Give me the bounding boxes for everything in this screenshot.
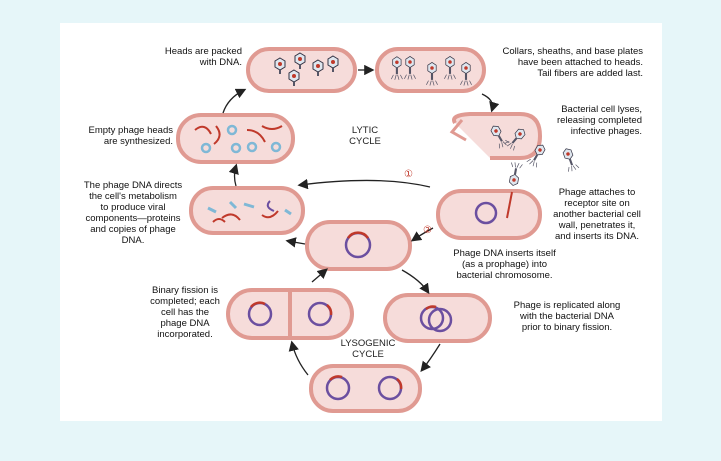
cycle-arrow-icon (297, 178, 431, 190)
label-inserts: Phage DNA inserts itself (as a prophage)… (453, 248, 556, 281)
cell-lysogenic-dividing (309, 364, 422, 413)
label-attaches: Phage attaches to receptor site on anoth… (553, 187, 641, 242)
cycle-arrow-icon (481, 93, 500, 113)
label-collars: Collars, sheaths, and base plates have b… (502, 46, 643, 79)
lytic-cycle-title: LYTIC CYCLE (349, 125, 381, 147)
cycle-arrow-icon (285, 237, 306, 248)
cycle-arrow-icon (420, 343, 441, 373)
step-one-badge: ① (404, 169, 413, 180)
cell-prophage-inserted (305, 220, 412, 271)
cycle-arrow-icon (222, 88, 247, 114)
cell-dna-directs (189, 186, 305, 235)
cycle-arrow-icon (401, 269, 430, 295)
label-binary-fission: Binary fission is completed; each cell h… (150, 285, 220, 340)
label-heads-packed: Heads are packed with DNA. (164, 46, 242, 68)
cycle-arrow-icon (311, 268, 328, 283)
label-replicated: Phage is replicated along with the bacte… (513, 300, 621, 333)
cell-empty-heads (176, 113, 295, 164)
step-two-badge: ② (423, 225, 432, 236)
cell-phage-attaches (436, 161, 542, 240)
cell-replicating (383, 293, 492, 343)
cycle-arrow-icon (288, 340, 309, 376)
cell-lysing (449, 112, 580, 173)
cell-collars-attached (375, 47, 486, 93)
label-empty-heads: Empty phage heads are synthesized. (88, 125, 173, 147)
lysogenic-cycle-title: LYSOGENIC CYCLE (340, 338, 396, 360)
cell-heads-packed (246, 47, 357, 93)
label-lyses: Bacterial cell lyses, releasing complete… (556, 104, 642, 137)
cell-binary-fission (226, 288, 354, 340)
cycle-arrow-icon (410, 227, 434, 242)
cycle-arrow-icon (228, 163, 239, 187)
label-dna-directs: The phage DNA directs the cell's metabol… (83, 180, 183, 246)
